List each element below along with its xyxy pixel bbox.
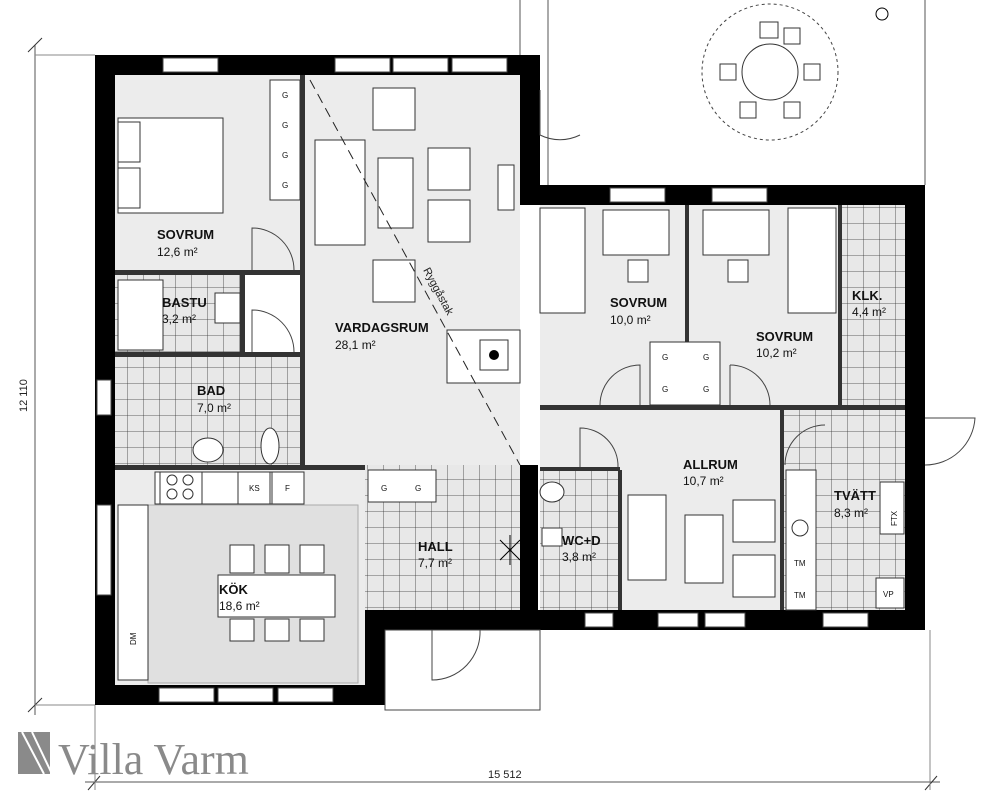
windows bbox=[96, 57, 869, 703]
dimension-lines: 12 110 15 512 bbox=[18, 37, 940, 791]
room-area: 10,2 m² bbox=[756, 346, 797, 360]
height-dimension: 12 110 bbox=[18, 379, 30, 412]
room-name: SOVRUM bbox=[157, 227, 214, 242]
room-area: 3,8 m² bbox=[562, 550, 596, 564]
room-name: BAD bbox=[197, 383, 225, 398]
room-area: 28,1 m² bbox=[335, 338, 376, 352]
ventilation-label: FTX bbox=[890, 510, 899, 526]
room-name: SOVRUM bbox=[610, 295, 667, 310]
hall-wardrobe-label: G bbox=[415, 484, 421, 493]
room-name: SOVRUM bbox=[756, 329, 813, 344]
dishwasher-label: DM bbox=[129, 632, 138, 645]
wardrobe-master: G G G G bbox=[269, 79, 301, 201]
doors bbox=[251, 90, 976, 711]
room-name: WC+D bbox=[562, 533, 601, 548]
room-area: 10,0 m² bbox=[610, 313, 651, 327]
room-area: 18,6 m² bbox=[219, 599, 260, 613]
room-name: KÖK bbox=[219, 582, 249, 597]
terrace bbox=[519, 0, 926, 185]
room-area: 3,2 m² bbox=[162, 312, 196, 326]
room-labels: SOVRUM 12,6 m² BASTU 3,2 m² BAD 7,0 m² VARD… bbox=[157, 227, 886, 613]
bedroom-wardrobe-label: G bbox=[662, 385, 668, 394]
room-name: HALL bbox=[418, 539, 453, 554]
svg-text:G: G bbox=[282, 181, 288, 190]
heater-label: VP bbox=[883, 590, 894, 599]
room-name: VARDAGSRUM bbox=[335, 320, 429, 335]
width-dimension: 15 512 bbox=[488, 769, 522, 781]
room-area: 8,3 m² bbox=[834, 506, 868, 520]
villa-varm-logo: Villa Varm bbox=[18, 731, 249, 784]
outdoor-light-icon bbox=[875, 7, 889, 21]
room-name: ALLRUM bbox=[683, 457, 738, 472]
bedroom-wardrobe-label: G bbox=[662, 353, 668, 362]
furniture: G G G G bbox=[117, 79, 905, 681]
room-name: BASTU bbox=[162, 295, 207, 310]
svg-text:G: G bbox=[282, 151, 288, 160]
room-name: TVÄTT bbox=[834, 488, 876, 503]
hall-wardrobe-label: G bbox=[381, 484, 387, 493]
room-area: 7,0 m² bbox=[197, 401, 231, 415]
room-name: KLK. bbox=[852, 288, 882, 303]
bedroom-wardrobe-label: G bbox=[703, 353, 709, 362]
svg-text:G: G bbox=[282, 91, 288, 100]
dryer-label: TM bbox=[794, 559, 806, 568]
svg-text:G: G bbox=[282, 121, 288, 130]
logo-text: Villa Varm bbox=[58, 735, 249, 784]
freezer-label: F bbox=[285, 484, 290, 493]
room-area: 7,7 m² bbox=[418, 556, 452, 570]
fridge-label: KS bbox=[249, 484, 260, 493]
bedroom-wardrobe-label: G bbox=[703, 385, 709, 394]
room-area: 12,6 m² bbox=[157, 245, 198, 259]
dryer-label: TM bbox=[794, 591, 806, 600]
outdoor-dining-table bbox=[701, 3, 839, 141]
room-area: 10,7 m² bbox=[683, 474, 724, 488]
room-area: 4,4 m² bbox=[852, 305, 886, 319]
